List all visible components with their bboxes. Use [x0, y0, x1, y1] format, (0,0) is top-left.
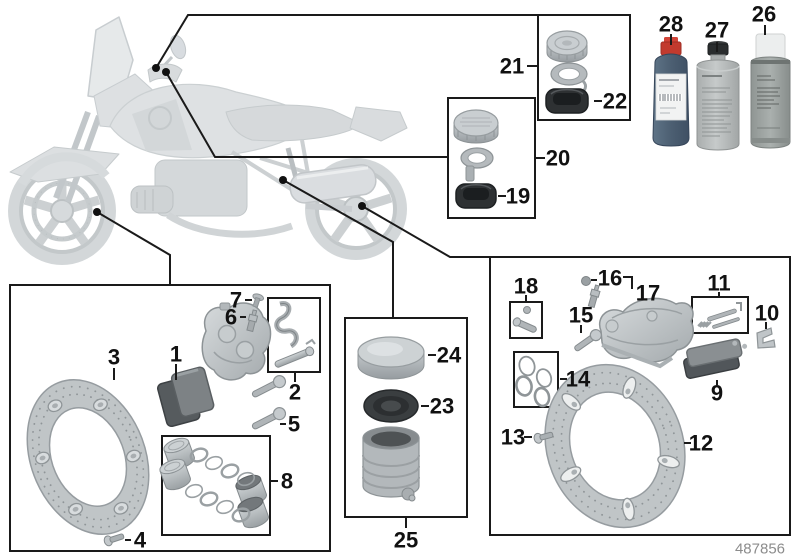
- part-label-17[interactable]: 17: [636, 281, 660, 306]
- front-reservoir-cap-21[interactable]: [546, 30, 588, 63]
- muffler: [289, 164, 377, 204]
- piston-repair-kit[interactable]: [158, 435, 270, 530]
- front-reservoir-kit-box: [447, 97, 536, 219]
- bleed-valve-cap-16[interactable]: [581, 276, 591, 286]
- part-label-6[interactable]: 6: [225, 305, 237, 330]
- rear-seal-kit-box: [513, 351, 559, 408]
- retainer-clip-small[interactable]: [305, 338, 316, 345]
- part-label-2[interactable]: 2: [289, 380, 301, 405]
- side-panel: [132, 99, 192, 151]
- part-label-15[interactable]: 15: [569, 303, 593, 328]
- cylinder-fins: [136, 189, 154, 211]
- part-label-11[interactable]: 11: [707, 271, 730, 296]
- bottle-28[interactable]: [652, 37, 690, 147]
- label-ticks: [113, 25, 767, 541]
- reservoir-body-25[interactable]: [362, 426, 420, 502]
- front-fender: [9, 146, 120, 183]
- part-label-10[interactable]: 10: [755, 301, 779, 326]
- hotspot-dot[interactable]: [358, 202, 366, 210]
- front-reservoir-cap-20[interactable]: [453, 109, 499, 144]
- disc-screw-rear[interactable]: [533, 430, 554, 445]
- bleed-valve-rear-17[interactable]: [587, 284, 601, 309]
- bleed-valve-front[interactable]: [246, 309, 259, 333]
- part-label-5[interactable]: 5: [288, 412, 300, 437]
- leader-front-reservoir-cap: [155, 14, 538, 69]
- cap-screw-front[interactable]: [250, 293, 265, 309]
- tail-section: [349, 106, 408, 142]
- float-ring-20[interactable]: [460, 147, 494, 182]
- piston: [159, 458, 191, 491]
- part-label-23[interactable]: 23: [430, 394, 454, 419]
- part-label-20[interactable]: 20: [546, 146, 570, 171]
- part-label-22[interactable]: 22: [603, 89, 627, 114]
- part-label-4[interactable]: 4: [134, 528, 147, 553]
- part-label-1[interactable]: 1: [170, 342, 182, 367]
- caliper-bolt-lower[interactable]: [250, 406, 288, 433]
- disc-slots: [560, 376, 680, 521]
- rubber-boot-22[interactable]: [545, 88, 589, 114]
- hotspot-dot[interactable]: [93, 208, 101, 216]
- part-label-13[interactable]: 13: [501, 425, 525, 450]
- fluid-can-27[interactable]: [696, 41, 740, 151]
- part-label-18[interactable]: 18: [514, 274, 538, 299]
- rear-retainer-kit[interactable]: [697, 302, 742, 329]
- piston-repair-kit-box: [161, 435, 271, 536]
- part-label-12[interactable]: 12: [689, 431, 713, 456]
- front-cap-ring-21[interactable]: [550, 62, 588, 95]
- leader-front-reservoir-internals: [165, 71, 448, 158]
- caliper-bolt-rear-15[interactable]: [572, 327, 603, 354]
- hotspot-dot[interactable]: [279, 176, 287, 184]
- part-label-26[interactable]: 26: [752, 2, 776, 27]
- part-label-8[interactable]: 8: [281, 469, 293, 494]
- part-label-3[interactable]: 3: [108, 345, 120, 370]
- disc-screw-front[interactable]: [103, 531, 125, 547]
- pad-retainer-spring[interactable]: [274, 301, 299, 349]
- front-fender-arc: [17, 152, 110, 187]
- roundel: [148, 106, 172, 130]
- hotspot-dot[interactable]: [152, 64, 160, 72]
- diaphragm-23[interactable]: [363, 389, 419, 423]
- part-label-19[interactable]: 19: [506, 184, 530, 209]
- spray-can-26[interactable]: [750, 33, 791, 149]
- part-label-21[interactable]: 21: [500, 54, 524, 79]
- rear-brake-pads[interactable]: [681, 337, 751, 379]
- exhaust-pipe: [166, 212, 294, 238]
- part-label-24[interactable]: 24: [437, 343, 462, 368]
- seat: [225, 104, 363, 142]
- front-brake-pads[interactable]: [155, 366, 216, 428]
- retaining-clip-10[interactable]: [756, 327, 776, 349]
- caliper-bolt-upper[interactable]: [250, 374, 288, 401]
- rear-brake-disc[interactable]: [523, 345, 708, 548]
- rear-reservoir-cap-24[interactable]: [357, 336, 425, 380]
- swingarm: [305, 203, 353, 212]
- front-brake-disc[interactable]: [5, 361, 171, 552]
- front-brake-group-box: [9, 284, 331, 552]
- boxer-cylinder: [130, 185, 174, 214]
- part-label-27[interactable]: 27: [705, 18, 729, 43]
- rear-seal-kit[interactable]: [515, 355, 554, 408]
- rear-pin-kit[interactable]: [512, 306, 538, 335]
- disc-mount-buttons: [35, 398, 141, 516]
- part-label-14[interactable]: 14: [566, 367, 591, 392]
- leader-front-brake: [96, 211, 171, 286]
- piston-seals: [184, 447, 256, 523]
- callout-lines: [93, 14, 538, 318]
- figure-number: 487856: [735, 541, 785, 558]
- part-label-16[interactable]: 16: [598, 266, 622, 291]
- rear-brake-caliper[interactable]: [598, 297, 694, 369]
- rear-pin-kit-box: [509, 301, 543, 339]
- rubber-boot-19[interactable]: [455, 183, 497, 209]
- part-label-25[interactable]: 25: [394, 528, 418, 553]
- part-label-9[interactable]: 9: [711, 381, 723, 406]
- rear-brake-group-box: [489, 256, 791, 536]
- part-label-28[interactable]: 28: [659, 12, 683, 37]
- leader-rear-reservoir: [282, 179, 394, 318]
- part-label-7[interactable]: 7: [230, 288, 242, 313]
- front-cap-kit-box: [537, 14, 631, 121]
- pad-retaining-pin[interactable]: [274, 346, 315, 370]
- leader-rear-brake: [361, 205, 490, 258]
- hotspot-dot[interactable]: [162, 68, 170, 76]
